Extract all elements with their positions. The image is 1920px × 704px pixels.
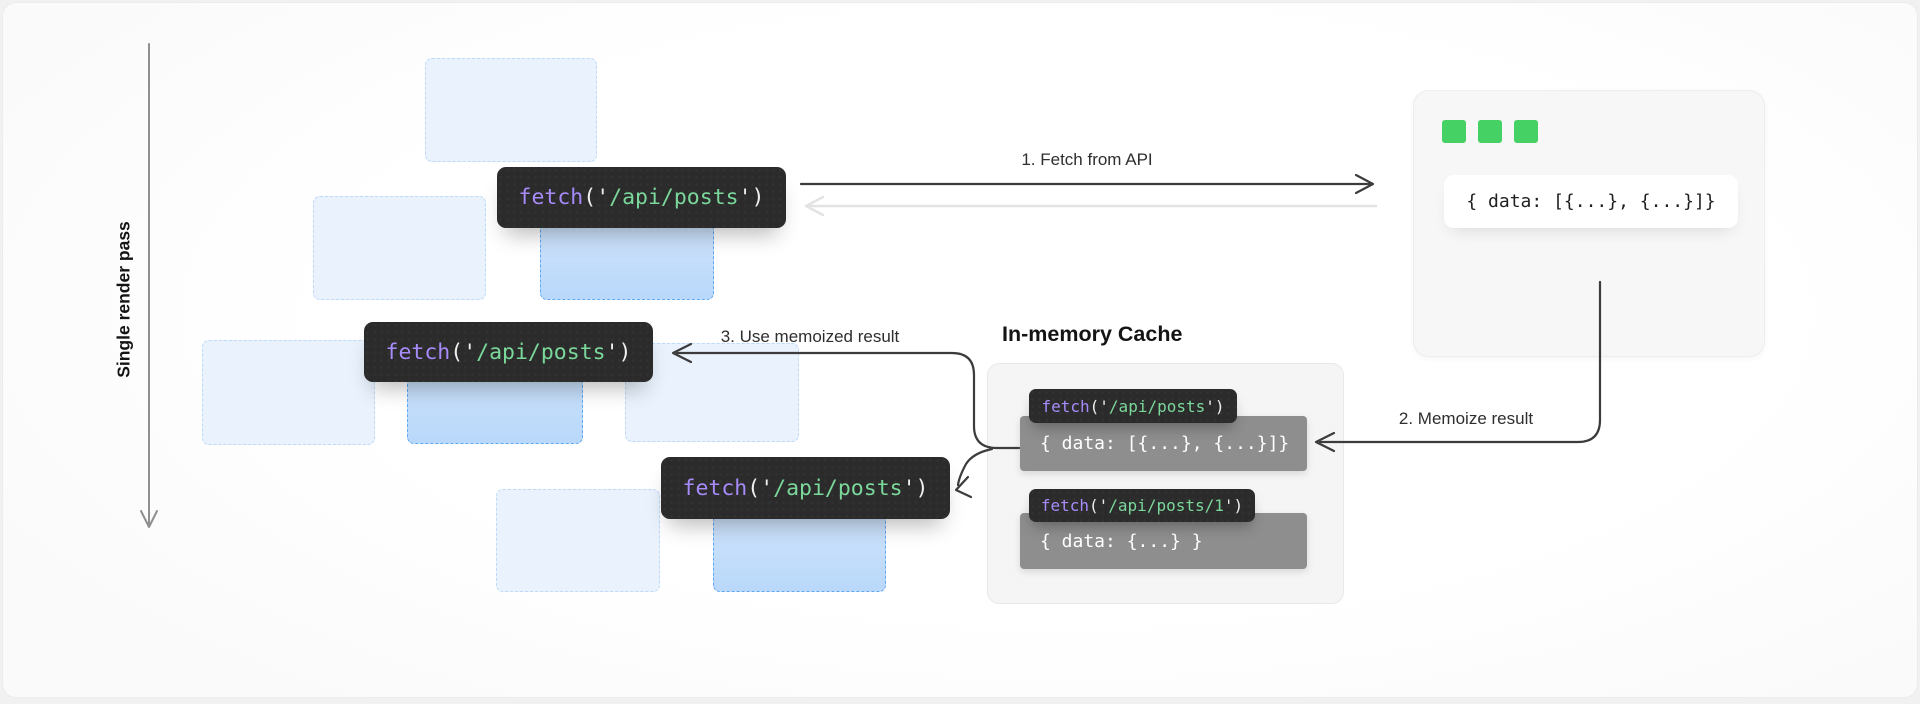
component-box-row2-left bbox=[313, 196, 486, 300]
terminal-square-icon bbox=[1442, 120, 1466, 143]
fetch-call-chip-2: fetch('/api/posts') bbox=[364, 322, 653, 382]
code-punct-close: ') bbox=[1205, 396, 1225, 416]
code-punct-open: (' bbox=[1089, 496, 1109, 515]
code-string: /api/posts bbox=[1108, 396, 1206, 416]
code-punct-close: ') bbox=[902, 475, 929, 501]
code-string: /api/posts/1 bbox=[1108, 496, 1224, 515]
code-string: /api/posts bbox=[476, 339, 606, 365]
axis-label: Single render pass bbox=[113, 221, 134, 378]
cache-key-chip-1: fetch('/api/posts') bbox=[1029, 389, 1237, 423]
code-fn: fetch bbox=[518, 185, 584, 210]
code-fn: fetch bbox=[1040, 496, 1090, 515]
code-fn: fetch bbox=[1041, 396, 1090, 416]
code-string: /api/posts bbox=[773, 475, 903, 501]
code-punct-open: (' bbox=[583, 185, 610, 210]
component-box-row1 bbox=[425, 58, 597, 162]
component-box-row3-left bbox=[202, 340, 375, 445]
cache-value-box-1: { data: [{...}, {...}]} bbox=[1020, 416, 1307, 471]
cache-key-chip-2: fetch('/api/posts/1') bbox=[1029, 489, 1255, 522]
code-fn: fetch bbox=[385, 339, 451, 365]
cache-title: In-memory Cache bbox=[1002, 322, 1183, 346]
cache-value-box-2: { data: {...} } bbox=[1020, 513, 1307, 569]
server-response-chip: { data: [{...}, {...}]} bbox=[1444, 175, 1738, 228]
component-box-row4-left bbox=[496, 489, 660, 592]
code-fn: fetch bbox=[682, 475, 748, 501]
step2-label: 2. Memoize result bbox=[1398, 409, 1534, 428]
code-punct-open: (' bbox=[450, 339, 477, 365]
code-punct-close: ') bbox=[738, 185, 765, 210]
step1-label: 1. Fetch from API bbox=[1021, 150, 1153, 169]
fetch-call-chip-3: fetch('/api/posts') bbox=[661, 457, 950, 519]
fetch-call-chip-1: fetch('/api/posts') bbox=[497, 167, 786, 228]
terminal-square-icon bbox=[1478, 120, 1502, 143]
server-card: { data: [{...}, {...}]} bbox=[1413, 90, 1765, 357]
code-punct-close: ') bbox=[1223, 496, 1244, 515]
code-punct-close: ') bbox=[605, 339, 632, 365]
step3-label: 3. Use memoized result bbox=[720, 327, 900, 346]
terminal-square-icon bbox=[1514, 120, 1538, 143]
code-string: /api/posts bbox=[609, 185, 739, 210]
code-punct-open: (' bbox=[747, 475, 774, 501]
code-punct-open: (' bbox=[1089, 396, 1109, 416]
